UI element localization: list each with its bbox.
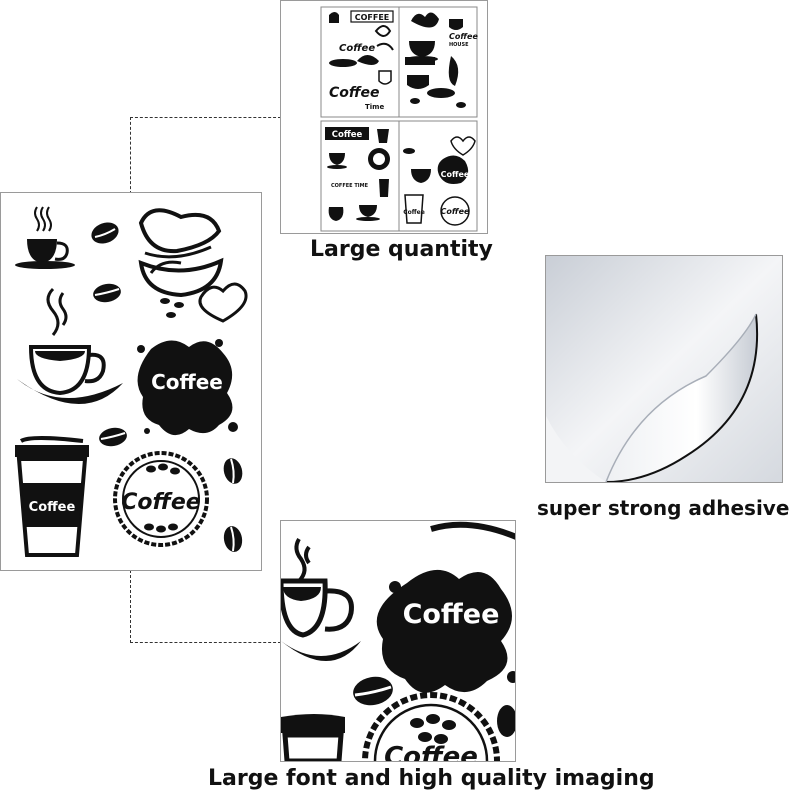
splash-badge-icon: Coffee: [137, 339, 238, 436]
zoom-seal-text: Coffee: [384, 742, 478, 761]
splash-badge-text: Coffee: [151, 370, 223, 394]
sticker-sheet: Coffee Coffee Coffee: [0, 192, 262, 571]
quantity-sheet-preview: COFFEE Coffee Coffee Time Coffee HOUSE C…: [280, 0, 488, 234]
cup-small-text: Coffee: [403, 209, 425, 216]
zoom-splash-badge-icon: Coffee: [376, 569, 515, 693]
zoom-bean-seal-icon: Coffee: [362, 692, 500, 761]
zoom-bean-icon: [353, 676, 515, 737]
bean-seal-text: Coffee: [121, 490, 200, 515]
heart-icon: [198, 282, 248, 323]
quantity-sheet-artwork: COFFEE Coffee Coffee Time Coffee HOUSE C…: [320, 6, 478, 232]
coffee-time-badge-text: COFFEE TIME: [331, 183, 369, 189]
curled-film-icon: [546, 256, 782, 482]
zoom-cup-icon: [281, 537, 361, 661]
zoom-splash-text: Coffee: [403, 599, 500, 630]
coffee-time-word: Coffee: [329, 85, 380, 101]
dashed-connector-top: [130, 117, 281, 194]
coffee-house-word: Coffee: [449, 32, 478, 41]
coffee-cup-icon: [15, 206, 75, 269]
splash-small-text: Coffee: [441, 170, 470, 179]
takeaway-cup-icon: Coffee: [15, 436, 89, 557]
adhesive-film-preview: [545, 255, 783, 483]
takeaway-cup-text: Coffee: [29, 500, 76, 515]
zoom-detail-artwork: Coffee Coffee: [281, 521, 515, 761]
swirl-cup-icon: [138, 208, 224, 318]
caption-large-font: Large font and high quality imaging: [208, 766, 655, 791]
zoom-takeaway-cup-icon: [281, 714, 345, 761]
script-coffee-text: Coffee: [339, 43, 375, 54]
large-coffee-cup-icon: [17, 287, 123, 405]
caption-adhesive: super strong adhesive: [537, 496, 790, 520]
bean-seal-icon: Coffee: [113, 451, 209, 547]
coffee-bean-icon: [91, 222, 243, 552]
dashed-connector-bottom: [130, 570, 281, 643]
black-banner-text: Coffee: [332, 130, 363, 140]
sticker-sheet-artwork: Coffee Coffee Coffee: [15, 206, 248, 557]
house-text: HOUSE: [449, 42, 469, 48]
zoom-detail-preview: Coffee Coffee: [280, 520, 516, 762]
banner-text: COFFEE: [355, 13, 390, 22]
seal-small-text: Coffee: [441, 207, 470, 216]
caption-large-quantity: Large quantity: [310, 237, 493, 262]
time-text: Time: [365, 103, 384, 111]
